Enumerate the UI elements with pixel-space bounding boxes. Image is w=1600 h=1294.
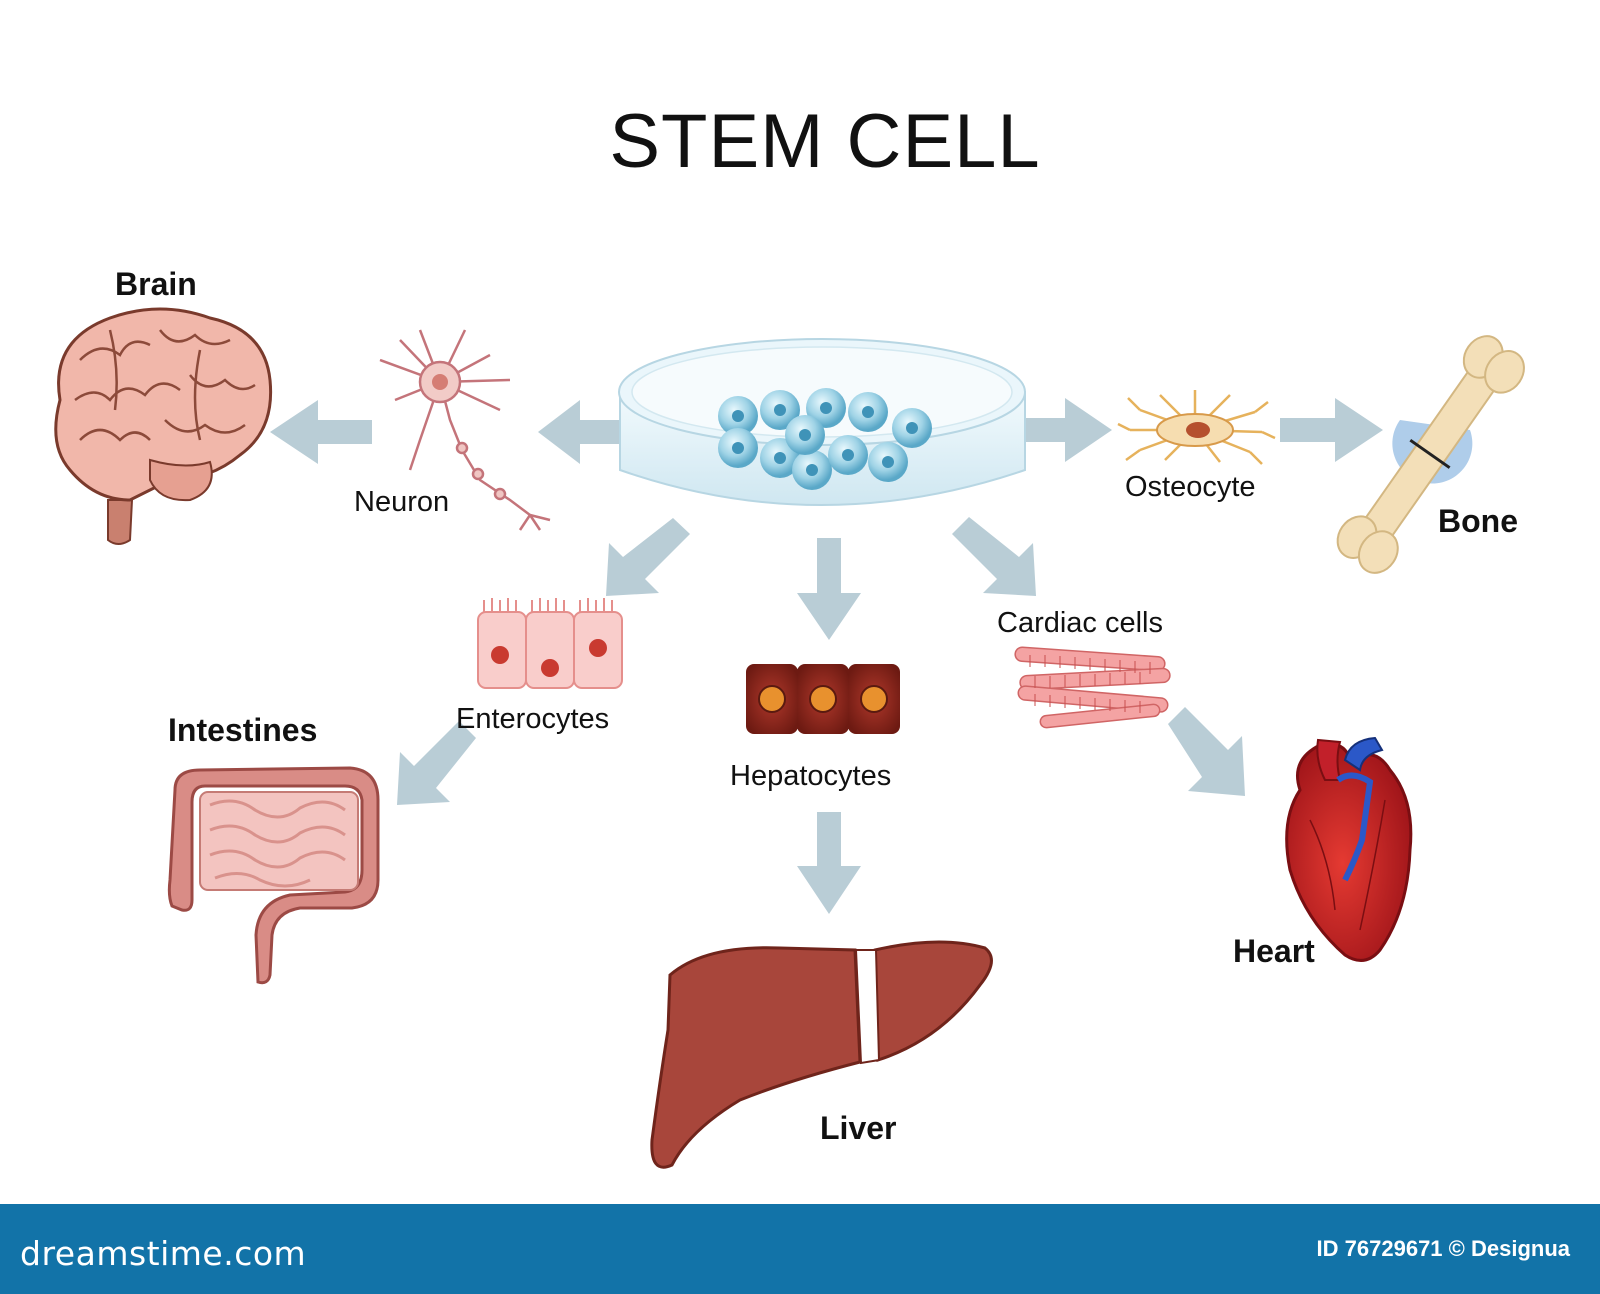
arrow-dish-to-osteocyte [1025,398,1112,462]
footer-bar: dreamstime.com ID 76729671 © Designua [0,1204,1600,1294]
enterocytes-label: Enterocytes [456,703,610,735]
intestines-label: Intestines [168,712,318,748]
bone-icon [1336,335,1525,574]
arrow-dish-to-cardiac [952,517,1036,596]
osteocyte-icon [1117,390,1276,465]
arrow-dish-to-enterocytes [606,518,690,596]
brand-logo: dreamstime.com [20,1234,307,1273]
arrow-dish-to-hepatocytes [797,538,861,640]
brain-label: Brain [115,266,197,302]
cardiac-cells-icon [1014,646,1171,729]
petri-dish-icon [618,338,1026,506]
hepatocytes-label: Hepatocytes [730,760,892,792]
liver-label: Liver [820,1110,897,1146]
brain-icon [54,307,273,545]
neuron-label: Neuron [354,486,450,518]
arrow-osteocyte-to-bone [1280,398,1383,462]
osteocyte-label: Osteocyte [1125,471,1256,503]
hepatocytes-icon [746,664,900,734]
arrow-hepatocytes-to-liver [797,812,861,914]
heart-label: Heart [1233,933,1315,969]
arrow-neuron-to-brain [270,400,372,464]
cardiac-cells-label: Cardiac cells [997,607,1163,639]
arrow-cardiac-to-heart [1168,707,1245,796]
neuron-icon [379,329,551,531]
heart-icon [1285,736,1413,962]
liver-icon [650,940,993,1169]
enterocytes-icon [477,598,623,689]
page-title: STEM CELL [609,99,1041,184]
arrow-dish-to-neuron [538,400,620,464]
intestines-icon [167,766,380,985]
arrows [270,398,1383,914]
image-credit: ID 76729671 © Designua [1316,1236,1570,1261]
bone-label: Bone [1438,503,1518,539]
arrow-enterocytes-to-intestines [397,721,476,805]
